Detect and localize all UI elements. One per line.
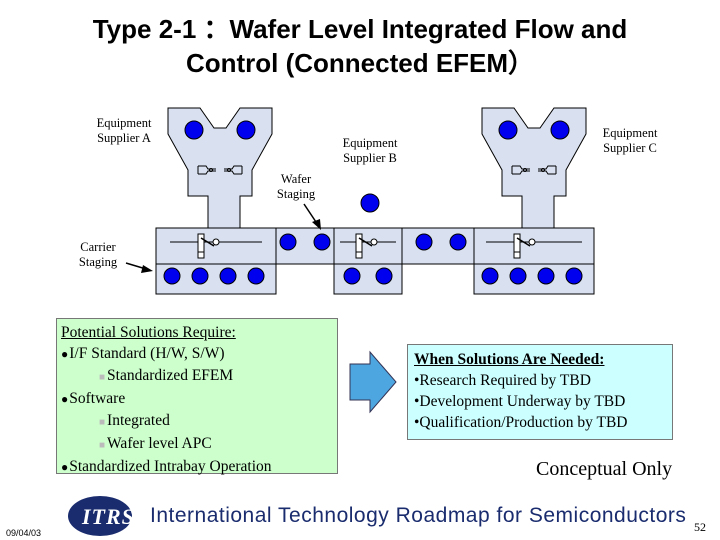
solution-subitem: Integrated — [61, 410, 333, 433]
efem-c — [473, 227, 595, 265]
needed-item: •Development Underway by TBD — [414, 393, 626, 410]
wafer-staging-pointer — [303, 203, 321, 230]
process-tool-a — [167, 107, 273, 229]
wafer — [184, 120, 204, 140]
efem-a — [155, 227, 277, 265]
wafer — [163, 267, 181, 285]
wafer — [481, 267, 499, 285]
wafer — [550, 120, 570, 140]
wafer — [498, 120, 518, 140]
staging-2 — [401, 227, 475, 265]
slide-title: Type 2-1 ：Wafer Level Integrated Flow an… — [40, 12, 680, 80]
wafer — [565, 267, 583, 285]
wafer — [360, 193, 380, 213]
efem-b — [333, 227, 403, 265]
solution-subitem: Standardized EFEM — [61, 365, 333, 388]
footer-date: 09/04/03 — [6, 528, 42, 538]
wafer — [537, 267, 555, 285]
conceptual-only-label: Conceptual Only — [536, 458, 673, 480]
solution-item: Software — [61, 388, 333, 410]
page-number: 52 — [694, 520, 706, 534]
carrier-staging-pointer — [125, 262, 153, 273]
wafer — [313, 233, 331, 251]
efem-row — [155, 227, 595, 295]
solution-item: Standardized Intrabay Operation — [61, 456, 333, 478]
needed-heading: When Solutions Are Needed: — [414, 351, 605, 368]
itrs-logo-text: ITRS — [82, 504, 135, 529]
wafer — [236, 120, 256, 140]
solution-item: I/F Standard (H/W, S/W) — [61, 343, 333, 365]
potential-solutions-box: Potential Solutions Require: I/F Standar… — [56, 318, 338, 475]
wafer — [509, 267, 527, 285]
tool-c-body — [481, 107, 587, 229]
title-line-2: Control (Connected EFEM） — [185, 48, 535, 78]
wafer — [247, 267, 265, 285]
solution-subitem: Wafer level APC — [61, 433, 333, 456]
solutions-heading: Potential Solutions Require: — [61, 324, 236, 341]
robot-c — [513, 233, 536, 259]
when-needed-box: When Solutions Are Needed: •Research Req… — [407, 344, 673, 440]
wafer — [375, 267, 393, 285]
tool-a-body — [167, 107, 273, 229]
wafer — [343, 267, 361, 285]
title-line-1: Type 2-1 ：Wafer Level Integrated Flow an… — [92, 14, 628, 44]
itrs-logo: ITRS — [68, 496, 135, 536]
process-tool-c — [481, 107, 587, 229]
footer-org-name: International Technology Roadmap for Sem… — [150, 504, 687, 527]
needed-item: •Research Required by TBD — [414, 372, 591, 389]
flow-arrow — [349, 350, 397, 414]
wafer — [279, 233, 297, 251]
robot-a — [197, 233, 220, 259]
wafer — [219, 267, 237, 285]
footer-banner: ITRS International Technology Roadmap fo… — [58, 496, 686, 538]
wafer — [191, 267, 209, 285]
wafer — [415, 233, 433, 251]
needed-item: •Qualification/Production by TBD — [414, 414, 628, 431]
robot-b — [355, 233, 378, 259]
wafer — [449, 233, 467, 251]
